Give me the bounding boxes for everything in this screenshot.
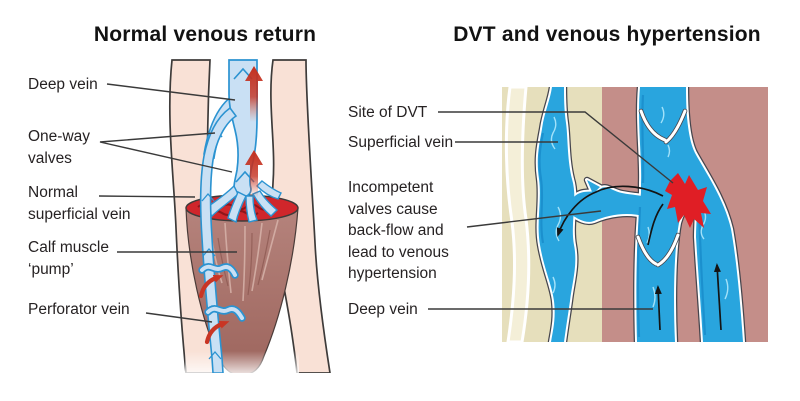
up-flow-arrow-icon — [654, 285, 662, 331]
perforator-flow-arrow-icon — [198, 274, 224, 299]
perforator-veins — [198, 263, 246, 345]
dvt-clot — [665, 173, 711, 228]
label-deep-vein: Deep vein — [28, 76, 98, 93]
label-perforator-vein: Perforator vein — [28, 301, 130, 318]
up-flow-arrow-icon — [713, 263, 722, 331]
left-panel-title: Normal venous return — [93, 23, 317, 46]
label-superficial-vein: Superficial vein — [348, 134, 454, 151]
label-incompetent-valves: Incompetent valves cause back-flow and l… — [348, 179, 449, 282]
venous-flow-up-arrow-icon — [245, 66, 263, 198]
label-site-of-dvt: Site of DVT — [348, 104, 428, 121]
right-panel-title: DVT and venous hypertension — [453, 23, 761, 46]
muscle-fade — [185, 351, 299, 373]
backflow-curve — [647, 203, 664, 246]
dvt-venous-hypertension-illustration — [502, 87, 768, 342]
perforator-flow-arrow-icon — [204, 320, 230, 345]
label-deep-vein: Deep vein — [348, 301, 418, 318]
label-calf-muscle-pump: Calf muscle ‘pump’ — [28, 239, 109, 278]
label-normal-superficial-vein: Normal superficial vein — [28, 184, 131, 223]
label-one-way-valves: One-way valves — [28, 128, 91, 167]
deep-vein-branches — [205, 180, 282, 224]
